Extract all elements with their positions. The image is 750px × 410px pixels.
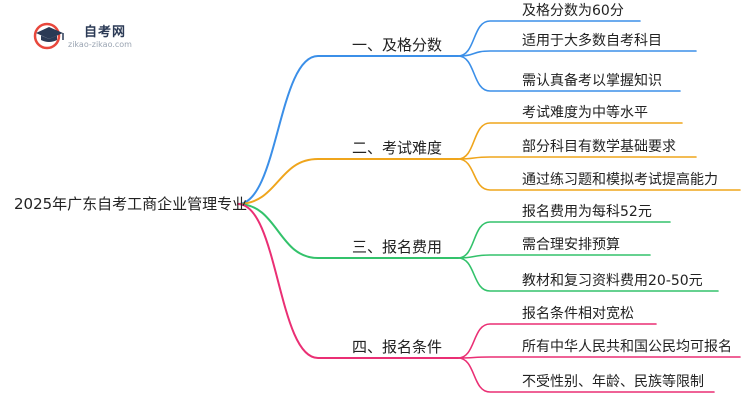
leaf-topic: 报名条件相对宽松 [522,306,634,322]
branch-connector [237,158,459,205]
leaf-connector [457,122,683,160]
logo-name: 自考网 [84,25,127,40]
leaf-topic: 不受性别、年龄、民族等限制 [522,374,704,390]
branch-connector [237,55,459,205]
graduation-cap-icon [33,22,64,50]
leaf-connector [457,356,741,359]
leaf-connector [457,323,657,359]
branch-topic: 三、报名费用 [352,238,443,256]
leaf-topic: 考试难度为中等水平 [522,105,648,121]
logo-url: zikao-zikao.com [68,40,132,49]
leaf-connector [457,55,681,92]
branch-topic: 四、报名条件 [352,338,443,356]
branch-topic: 二、考试难度 [352,139,443,157]
leaf-connector [457,254,651,259]
leaf-topic: 报名费用为每科52元 [522,204,652,220]
branch-connector [237,203,459,259]
leaf-connector [457,20,641,57]
leaf-connector [457,357,715,393]
leaf-topic: 教材和复习资料费用20-50元 [522,273,703,289]
leaf-connector [457,158,741,191]
branch-connector [237,203,459,359]
branch-topic: 一、及格分数 [352,36,443,54]
leaf-topic: 所有中华人民共和国公民均可报名 [522,339,732,355]
site-logo[interactable]: 自考网 zikao-zikao.com [32,18,172,52]
leaf-connector [457,156,697,160]
leaf-topic: 需合理安排预算 [522,237,620,253]
leaf-topic: 部分科目有数学基础要求 [522,139,676,155]
leaf-topic: 需认真备考以掌握知识 [522,73,662,89]
leaf-connector [457,257,719,292]
leaf-connector [457,221,671,259]
leaf-connector [457,50,697,57]
leaf-topic: 及格分数为60分 [522,3,624,19]
leaf-topic: 适用于大多数自考科目 [522,33,662,49]
leaf-topic: 通过练习题和模拟考试提高能力 [522,172,718,188]
root-topic: 2025年广东自考工商企业管理专业 [14,195,248,213]
